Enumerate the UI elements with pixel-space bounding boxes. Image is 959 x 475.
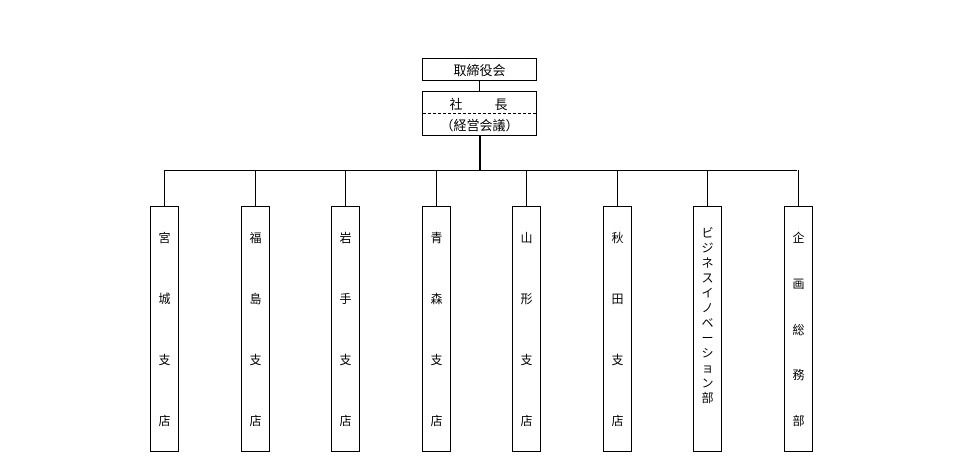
- branch-box: 山形支店: [512, 206, 541, 452]
- branch-connector-line: [164, 170, 165, 206]
- board-of-directors-box: 取締役会: [422, 58, 537, 81]
- branch-label: 青森支店: [430, 231, 443, 428]
- president-title: 社 長: [449, 97, 510, 113]
- president-box: 社 長 （経営会議）: [422, 91, 537, 136]
- board-label: 取締役会: [453, 64, 506, 79]
- branch-box: 宮城支店: [150, 206, 179, 452]
- branch-box: ビジネスイノベーション部: [693, 206, 722, 452]
- branch-box: 岩手支店: [331, 206, 360, 452]
- branch-label: 宮城支店: [158, 231, 171, 428]
- dashed-divider: [423, 113, 536, 114]
- management-meeting-label: （経営会議）: [440, 119, 519, 134]
- branch-connector-line: [345, 170, 346, 206]
- branch-box: 企画総務部: [784, 206, 813, 452]
- connector-board-president: [479, 81, 480, 91]
- branch-connector-line: [255, 170, 256, 206]
- branch-box: 福島支店: [241, 206, 270, 452]
- branch-label: 秋田支店: [611, 231, 624, 428]
- branch-connector-line: [707, 170, 708, 206]
- branch-label: 山形支店: [520, 231, 533, 428]
- branch-box: 青森支店: [422, 206, 451, 452]
- branch-label: ビジネスイノベーション部: [701, 226, 714, 405]
- branch-connector-line: [617, 170, 618, 206]
- branch-label: 福島支店: [249, 231, 262, 428]
- branch-box: 秋田支店: [603, 206, 632, 452]
- branch-connector-line: [436, 170, 437, 206]
- branch-bus-line: [164, 170, 797, 171]
- branch-label: 企画総務部: [792, 231, 805, 428]
- branch-connector-line: [526, 170, 527, 206]
- branch-label: 岩手支店: [339, 231, 352, 428]
- branch-connector-line: [798, 170, 799, 206]
- connector-president-bus: [479, 136, 481, 171]
